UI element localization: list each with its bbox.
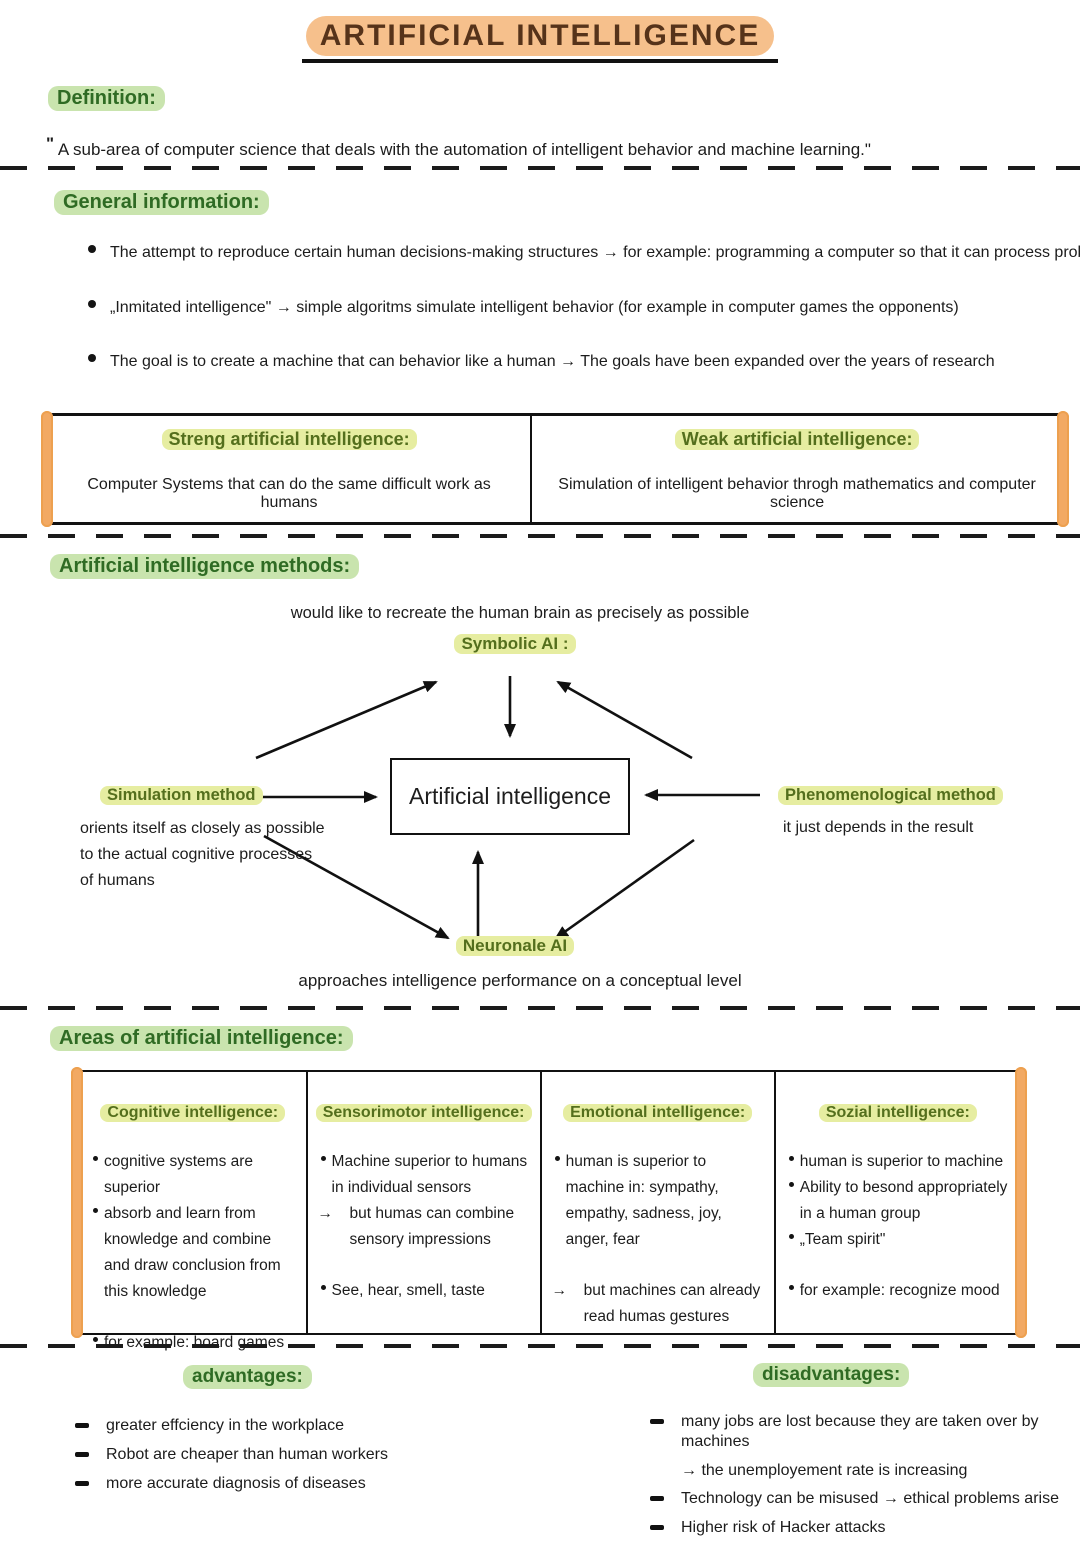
- title-highlight: ARTIFICIAL INTELLIGENCE: [305, 16, 775, 56]
- weak-ai-body: Simulation of intelligent behavior throg…: [558, 476, 1036, 511]
- neuronal-ai-description: approaches intelligence performance on a…: [298, 971, 742, 990]
- cognitive-intelligence-header: Cognitive intelligence:: [86, 1104, 300, 1122]
- orange-bar-right: [1057, 411, 1069, 527]
- phenomenological-method-label: Phenomenological method: [778, 786, 1003, 805]
- diagram-arrows: [255, 676, 760, 940]
- social-intelligence-cell: Sozial intelligence: human is superior t…: [773, 1072, 1020, 1333]
- section-divider-3: [0, 1006, 1080, 1010]
- cell-item: for example: board games: [92, 1330, 298, 1356]
- cell-item: human is superior to machine in: sympath…: [554, 1149, 766, 1253]
- title-underline: ARTIFICIAL INTELLIGENCE: [301, 16, 779, 63]
- disadvantage-item: Technology can be misused → ethical prob…: [650, 1489, 1080, 1509]
- section-divider-2: [0, 534, 1080, 538]
- general-info-heading: General information:: [54, 190, 269, 215]
- general-info-bullet: „Inmitated intelligence" → simple algori…: [88, 299, 959, 317]
- weak-ai-header: Weak artificial intelligence:: [674, 429, 920, 450]
- orange-bar-left: [71, 1067, 83, 1338]
- cell-item: cognitive systems are superior: [92, 1149, 298, 1201]
- cell-item: Ability to besond appropriately in a hum…: [788, 1175, 1012, 1227]
- disadvantage-item: many jobs are lost because they are take…: [650, 1412, 1080, 1452]
- strong-ai-header: Streng artificial intelligence:: [161, 429, 417, 450]
- social-intelligence-header: Sozial intelligence:: [782, 1104, 1014, 1122]
- cell-item: Machine superior to humans in individual…: [320, 1149, 532, 1201]
- strength-weakness-table: Streng artificial intelligence: Computer…: [41, 411, 1069, 527]
- disadvantage-item: Higher risk of Hacker attacks: [650, 1518, 1080, 1538]
- page-title: ARTIFICIAL INTELLIGENCE: [0, 16, 1080, 63]
- weak-ai-cell: Weak artificial intelligence: Simulation…: [530, 416, 1062, 522]
- dash-bullet: [650, 1525, 664, 1530]
- advantage-item: Robot are cheaper than human workers: [75, 1445, 535, 1465]
- dash-bullet: [75, 1481, 89, 1486]
- areas-heading: Areas of artificial intelligence:: [50, 1026, 353, 1051]
- sensorimotor-intelligence-cell: Sensorimotor intelligence: Machine super…: [305, 1072, 540, 1333]
- general-info-bullet: The goal is to create a machine that can…: [88, 353, 995, 371]
- cell-item: human is superior to machine: [788, 1149, 1012, 1175]
- simulation-method-label: Simulation method: [100, 786, 263, 805]
- methods-diagram: would like to recreate the human brain a…: [0, 600, 1080, 1006]
- cell-item-arrow: but machines can already read humas gest…: [552, 1278, 766, 1330]
- sensorimotor-intelligence-header: Sensorimotor intelligence:: [314, 1104, 534, 1122]
- advantages-heading: advantages:: [183, 1365, 312, 1389]
- quote-mark: ": [46, 134, 55, 153]
- symbolic-ai-label: Symbolic AI :: [0, 634, 1030, 654]
- symbolic-ai-description: would like to recreate the human brain a…: [290, 604, 750, 622]
- cell-item: „Team spirit": [788, 1227, 1012, 1253]
- simulation-method-description: orients itself as closely as possible to…: [80, 820, 325, 889]
- section-divider-4: [0, 1344, 1080, 1348]
- dash-bullet: [650, 1419, 664, 1424]
- orange-bar-right: [1015, 1067, 1027, 1338]
- emotional-intelligence-header: Emotional intelligence:: [548, 1104, 768, 1122]
- advantage-item: greater effciency in the workplace: [75, 1416, 535, 1436]
- quote-text: A sub-area of computer science that deal…: [57, 140, 871, 159]
- methods-heading: Artificial intelligence methods:: [50, 554, 360, 579]
- advantages-list: greater effciency in the workplace Robot…: [75, 1416, 535, 1503]
- advantage-item: more accurate diagnosis of diseases: [75, 1474, 535, 1494]
- cognitive-intelligence-cell: Cognitive intelligence: cognitive system…: [78, 1072, 306, 1351]
- cell-item: for example: recognize mood: [788, 1278, 1012, 1304]
- definition-heading: Definition:: [48, 86, 165, 111]
- strong-ai-cell: Streng artificial intelligence: Computer…: [48, 416, 530, 522]
- cell-item-arrow: but humas can combine sensory impression…: [318, 1201, 532, 1253]
- dash-bullet: [650, 1496, 664, 1501]
- general-info-bullet: The attempt to reproduce certain human d…: [88, 244, 1080, 262]
- dash-bullet: [75, 1423, 89, 1428]
- phenomenological-method-description: it just depends in the result: [783, 819, 974, 836]
- neuronal-ai-label: Neuronale AI: [0, 936, 1030, 956]
- definition-quote: " A sub-area of computer science that de…: [46, 134, 871, 160]
- cell-item: absorb and learn from knowledge and comb…: [92, 1201, 298, 1305]
- orange-bar-left: [41, 411, 53, 527]
- artificial-intelligence-box: Artificial intelligence: [390, 758, 630, 835]
- disadvantage-subitem: → the unemployement rate is increasing: [681, 1462, 968, 1479]
- section-divider-1: [0, 166, 1080, 170]
- strong-ai-body: Computer Systems that can do the same di…: [87, 476, 491, 511]
- dash-bullet: [75, 1452, 89, 1457]
- disadvantages-list: many jobs are lost because they are take…: [650, 1412, 1080, 1547]
- areas-table: Cognitive intelligence: cognitive system…: [71, 1067, 1027, 1351]
- disadvantages-heading: disadvantages:: [753, 1363, 910, 1387]
- cell-item: See, hear, smell, taste: [320, 1278, 532, 1304]
- emotional-intelligence-cell: Emotional intelligence: human is superio…: [539, 1072, 774, 1333]
